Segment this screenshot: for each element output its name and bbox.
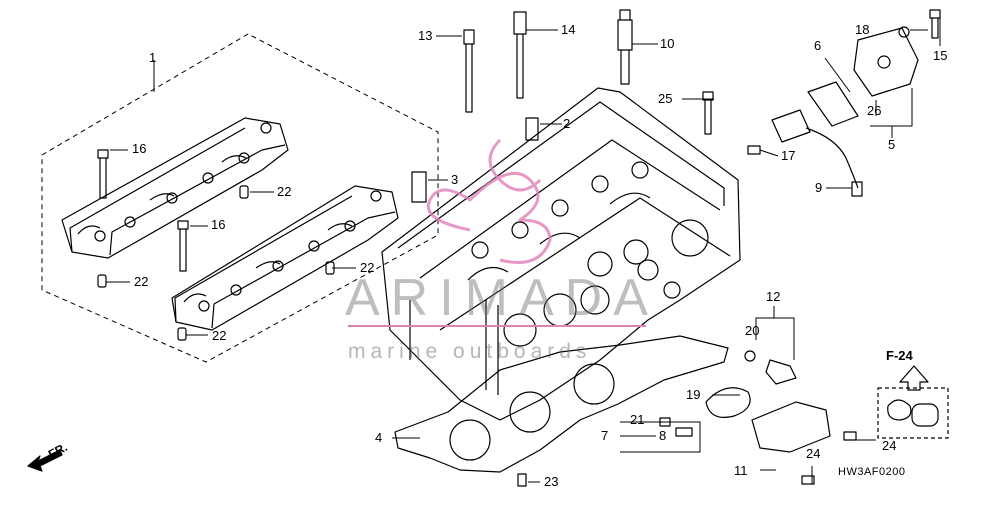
stud-13	[463, 29, 475, 113]
callout-25: 25	[658, 91, 673, 106]
callout-20: 20	[745, 323, 760, 338]
diagram-code: HW3AF0200	[838, 466, 906, 478]
dowel-23	[517, 473, 527, 487]
bolt-16-lower	[177, 220, 189, 272]
callout-7: 7	[601, 428, 609, 443]
callout-5: 5	[888, 137, 896, 152]
bolt-25	[702, 91, 714, 135]
callout-3: 3	[451, 172, 459, 187]
front-arrow	[27, 449, 63, 472]
leader-lines	[106, 18, 941, 484]
callout-23: 23	[544, 474, 559, 489]
sensor-9	[771, 109, 863, 197]
stud-14	[513, 11, 527, 99]
bolt-24a	[801, 475, 815, 485]
callout-22d: 22	[212, 328, 227, 343]
callout-18: 18	[855, 22, 870, 37]
callout-17: 17	[781, 148, 796, 163]
head-gasket	[394, 335, 729, 473]
bolt-15	[929, 9, 941, 39]
group-outline-1	[41, 33, 439, 363]
callout-8: 8	[659, 428, 667, 443]
watermark-swirl	[427, 138, 552, 264]
callout-4: 4	[375, 430, 383, 445]
washer-18	[898, 26, 910, 38]
sleeve-3	[411, 171, 427, 203]
callout-22b: 22	[134, 274, 149, 289]
watermark-tagline: marine outboards	[348, 340, 592, 363]
thermostat-housing-11	[751, 401, 831, 453]
callout-16a: 16	[132, 141, 147, 156]
callout-14: 14	[561, 22, 576, 37]
reference-label: F-24	[886, 348, 913, 363]
callout-10: 10	[660, 36, 675, 51]
callout-24b: 24	[882, 438, 897, 453]
dowel-22a	[239, 185, 249, 199]
callout-22c: 22	[360, 260, 375, 275]
callout-6: 6	[814, 38, 822, 53]
dowel-22d	[177, 327, 187, 341]
washer-20	[744, 350, 756, 362]
pin-8	[675, 427, 693, 437]
bolt-24b	[843, 431, 857, 441]
o-ring-19	[705, 387, 751, 418]
callout-22a: 22	[277, 184, 292, 199]
camshaft-holder-upper	[61, 117, 289, 259]
bolt-17	[747, 145, 761, 155]
sleeve-2	[525, 117, 539, 141]
callout-24a: 24	[806, 446, 821, 461]
callout-13: 13	[418, 28, 433, 43]
bolt-16-upper	[97, 149, 109, 199]
callout-1: 1	[149, 50, 157, 65]
callout-16b: 16	[211, 217, 226, 232]
camshaft-holder-lower	[171, 185, 399, 331]
watermark-brand: ARIMADA	[345, 269, 659, 327]
callout-12: 12	[766, 289, 781, 304]
callout-15: 15	[933, 48, 948, 63]
callout-11: 11	[734, 463, 748, 478]
thermo-sensor-12	[765, 359, 797, 385]
spark-plug-10	[617, 9, 633, 85]
cover-gasket-6	[807, 81, 859, 127]
callout-2: 2	[563, 116, 571, 131]
callout-9: 9	[815, 180, 823, 195]
cover-5	[853, 27, 919, 97]
dowel-22b	[97, 274, 107, 288]
callout-21: 21	[630, 412, 645, 427]
callout-26: 26	[867, 103, 882, 118]
reference-inset	[877, 365, 949, 439]
cylinder-head	[381, 87, 741, 421]
callout-19: 19	[686, 387, 701, 402]
